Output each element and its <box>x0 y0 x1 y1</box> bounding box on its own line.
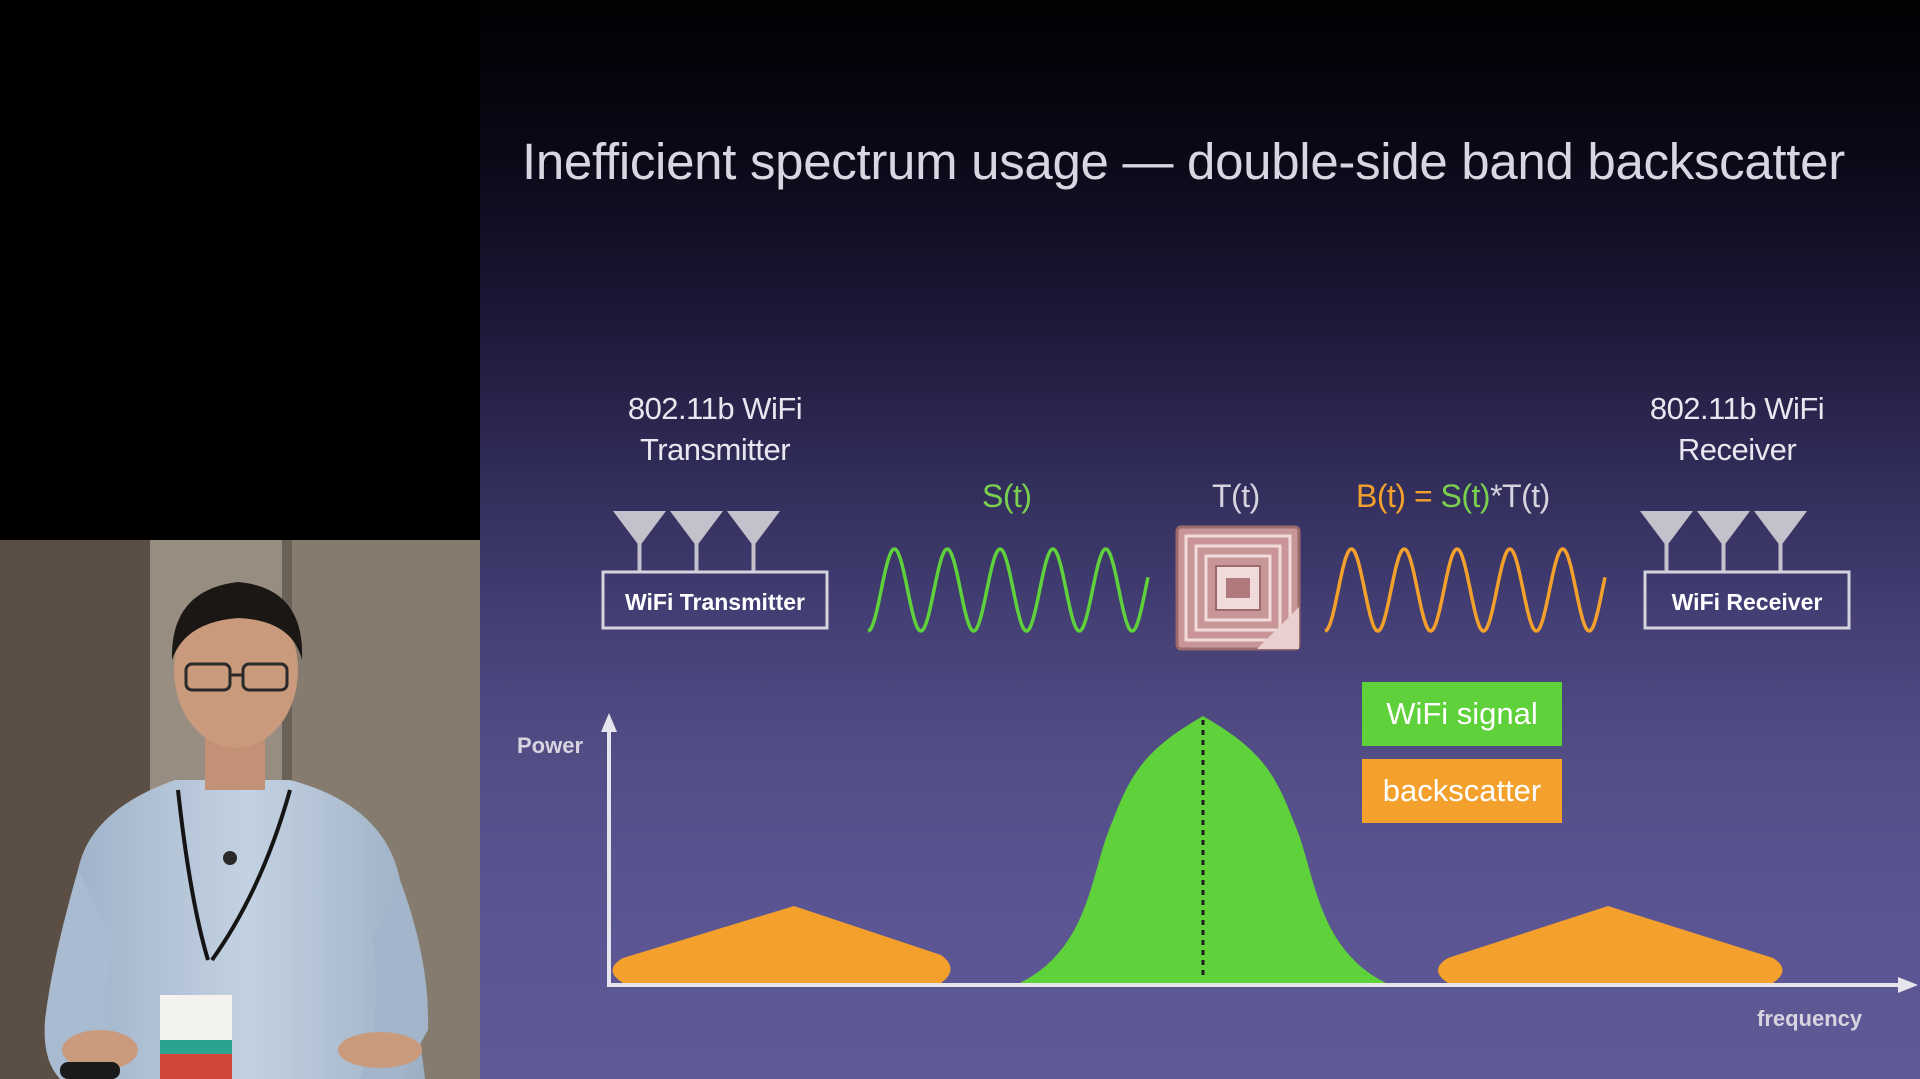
b-of-t-t-term: *T(t) <box>1490 478 1550 514</box>
antenna-icon <box>670 511 723 547</box>
backscatter-wave <box>1324 547 1607 633</box>
transmitter-box <box>601 570 829 630</box>
transmitter-label-line2: Transmitter <box>639 432 791 467</box>
slide: Inefficient spectrum usage — double-side… <box>480 0 1920 1079</box>
b-of-t-prefix: B(t) = <box>1356 478 1441 514</box>
rfid-tag-icon <box>1175 525 1301 651</box>
slide-title: Inefficient spectrum usage — double-side… <box>522 133 1845 190</box>
transmitter-label: 802.11b WiFi Transmitter <box>585 388 845 470</box>
b-of-t-label: B(t) = S(t)*T(t) <box>1356 478 1550 515</box>
receiver-label: 802.11b WiFi Receiver <box>1607 388 1867 470</box>
transmitter-box-label: WiFi Transmitter <box>625 589 805 615</box>
antenna-icon <box>727 511 780 547</box>
wifi-signal-wave <box>867 547 1150 633</box>
receiver-device: WiFi Receiver <box>1640 511 1851 630</box>
transmitter-device: WiFi Transmitter <box>601 511 829 630</box>
antenna-icon <box>1697 511 1750 547</box>
t-of-t-label: T(t) <box>1212 478 1260 514</box>
b-of-t-s-term: S(t) <box>1440 478 1491 514</box>
x-axis-arrow <box>1898 977 1918 993</box>
legend-backscatter: backscatter <box>1362 759 1562 823</box>
antenna-icon <box>1640 511 1693 547</box>
antenna-icon <box>613 511 666 547</box>
receiver-label-line1: 802.11b WiFi <box>1649 391 1825 426</box>
spectrum-plot <box>601 713 1918 993</box>
receiver-box <box>1643 570 1851 630</box>
speaker-image <box>0 540 480 1079</box>
speaker-video-inset <box>0 540 480 1079</box>
antenna-icon <box>1754 511 1807 547</box>
y-axis-label: Power <box>517 733 584 758</box>
legend-wifi-signal: WiFi signal <box>1362 682 1562 746</box>
s-of-t-label: S(t) <box>982 478 1032 514</box>
receiver-label-line2: Receiver <box>1677 432 1797 467</box>
x-axis-label: frequency <box>1757 1006 1863 1031</box>
backscatter-sideband-right <box>1448 906 1773 983</box>
backscatter-sideband-left <box>623 906 941 983</box>
y-axis-arrow <box>601 713 617 732</box>
transmitter-label-line1: 802.11b WiFi <box>627 391 803 426</box>
receiver-box-label: WiFi Receiver <box>1672 589 1823 615</box>
